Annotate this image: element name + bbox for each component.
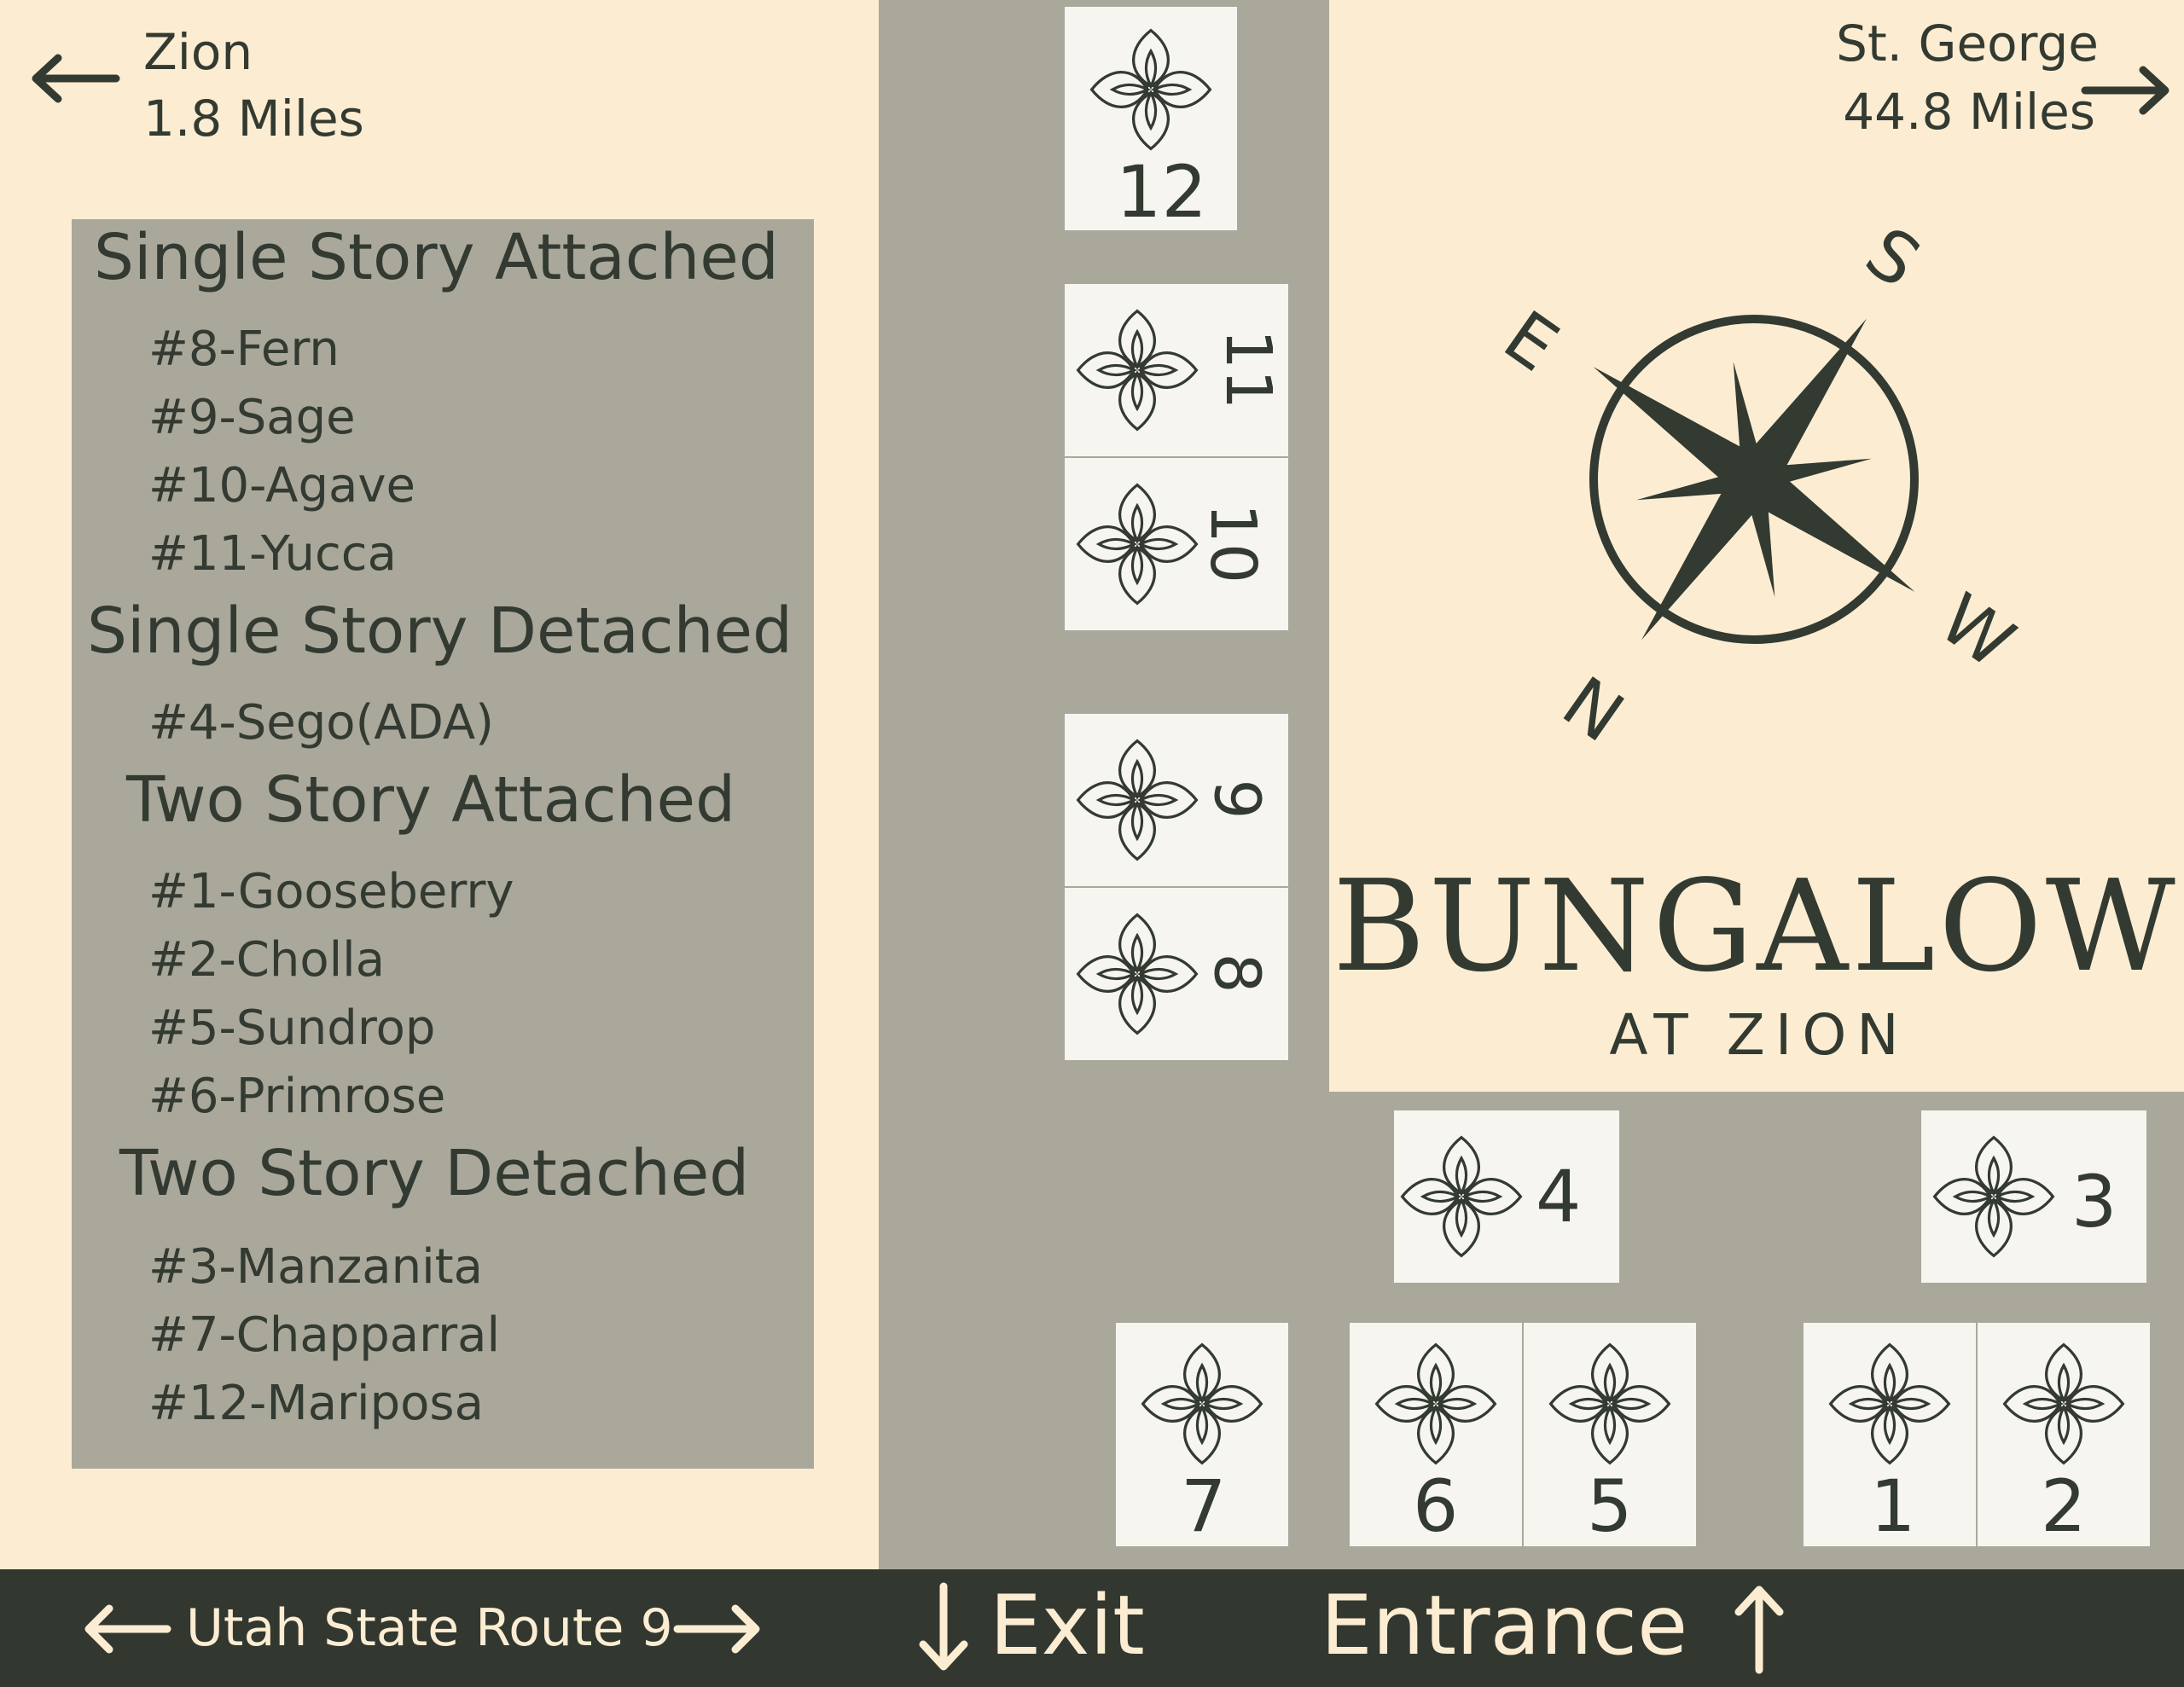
route-label: Utah State Route 9 [186,1598,673,1658]
legend-item: #8-Fern [148,322,340,377]
lot-number: 3 [2071,1160,2117,1244]
st-george-sign: St. George 44.8 Miles [1757,10,2169,147]
legend-category-title: Two Story Attached [126,763,736,837]
flower-icon [1372,1340,1500,1468]
flower-icon [1397,1133,1525,1261]
lot-number: 12 [1116,150,1207,230]
exit-marker[interactable]: Exit [918,1578,1174,1680]
flower-icon [1087,26,1215,154]
flower-icon [1930,1133,2058,1261]
legend-item: #10-Agave [148,458,415,513]
legend-item: #6-Primrose [148,1069,446,1124]
flower-icon [1073,480,1201,608]
legend-category-title: Single Story Attached [94,221,779,294]
lot-4[interactable]: 4 [1394,1110,1619,1283]
compass-rose-icon [1589,315,1919,644]
flower-icon [1073,736,1201,864]
lot-number: 5 [1587,1464,1633,1546]
arrow-up-icon [1734,1586,1784,1674]
legend-item: #1-Gooseberry [148,864,514,919]
lot-6[interactable]: 6 [1350,1323,1522,1546]
zion-label: Zion [143,23,253,81]
st-george-distance: 44.8 Miles [1843,83,2095,141]
zion-distance: 1.8 Miles [143,90,364,148]
compass-west-label: W [1925,578,2029,685]
unit-type-legend: Single Story Attached #8-Fern #9-Sage #1… [72,219,814,1469]
lot-10[interactable]: 10 [1065,458,1288,630]
lot-5[interactable]: 5 [1524,1323,1696,1546]
highway-bar: Utah State Route 9 Exit Entrance [0,1569,2184,1687]
flower-icon [1073,306,1201,434]
legend-category-title: Single Story Detached [87,594,793,668]
lot-number: 1 [1870,1464,1916,1546]
brand-subtitle: AT ZION [1609,1002,1909,1068]
lot-2[interactable]: 2 [1978,1323,2150,1546]
exit-label: Exit [990,1578,1145,1673]
lot-1[interactable]: 1 [1804,1323,1976,1546]
lot-8[interactable]: 8 [1065,888,1288,1060]
lot-number: 2 [2041,1464,2087,1546]
compass-north-label: N [1548,662,1638,759]
legend-item: #4-Sego(ADA) [148,695,495,751]
legend-item: #12-Mariposa [148,1376,484,1431]
lot-number: 11 [1211,328,1286,410]
lot-number: 4 [1536,1155,1582,1238]
brand-name: BUNGALOWS [1333,853,2184,1000]
flower-icon [1826,1340,1954,1468]
entrance-label: Entrance [1321,1578,1688,1673]
lot-11[interactable]: 11 [1065,284,1288,456]
entrance-marker[interactable]: Entrance [1321,1578,1798,1680]
legend-item: #5-Sundrop [148,1000,436,1056]
arrow-left-icon [84,1604,171,1654]
compass-east-label: E [1489,295,1572,388]
arrow-down-icon [919,1582,968,1671]
compass-south-label: S [1850,212,1934,304]
flower-icon [1138,1340,1266,1468]
lot-12[interactable]: 12 [1065,7,1237,230]
flower-icon [1073,910,1201,1038]
legend-item: #2-Cholla [148,932,386,988]
arrow-right-icon [673,1604,760,1654]
legend-item: #11-Yucca [148,526,397,582]
legend-item: #7-Chapparral [148,1307,501,1363]
legend-category-title: Two Story Detached [119,1137,750,1210]
legend-item: #9-Sage [148,390,356,445]
lot-number: 7 [1181,1464,1227,1546]
lot-number: 9 [1199,779,1274,820]
arrow-left-icon [32,54,120,103]
legend-item: #3-Manzanita [148,1239,483,1295]
arrow-right-icon [2081,66,2169,115]
lot-number: 8 [1199,953,1274,994]
st-george-label: St. George [1836,14,2099,72]
lot-number: 10 [1196,502,1270,584]
flower-icon [1546,1340,1674,1468]
lot-9[interactable]: 9 [1065,714,1288,886]
lot-7[interactable]: 7 [1116,1323,1288,1546]
zion-sign: Zion 1.8 Miles [26,19,384,155]
lot-3[interactable]: 3 [1921,1110,2146,1283]
flower-icon [2000,1340,2128,1468]
lot-number: 6 [1413,1464,1459,1546]
